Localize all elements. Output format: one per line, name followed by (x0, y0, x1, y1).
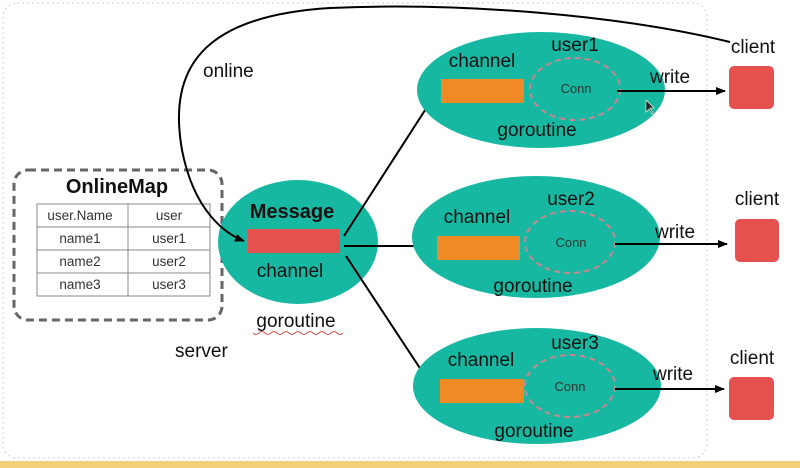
conn-dashed-circle (529, 57, 621, 121)
message-channel-label: channel (257, 261, 324, 282)
online-label: online (203, 61, 254, 82)
write-label: write (649, 67, 690, 88)
online-arrow (178, 5, 731, 242)
message-goroutine: Message channel goroutine (218, 180, 378, 335)
user2-goroutine: user2 channel Conn goroutine (412, 176, 660, 298)
table-cell: name2 (59, 254, 100, 269)
user1-goroutine: user1 channel Conn goroutine (417, 32, 665, 148)
conn-label: Conn (554, 379, 585, 394)
conn-dashed-circle (524, 210, 616, 274)
conn-label: Conn (555, 235, 586, 250)
user-channel-bar (437, 236, 520, 260)
table-cell: user2 (152, 254, 186, 269)
user-goroutine-label: goroutine (493, 276, 572, 297)
bottom-stripe (0, 461, 800, 468)
client-label: client (735, 189, 780, 210)
server-label: server (175, 341, 228, 362)
spellcheck-underline (252, 331, 344, 335)
write-label: write (654, 222, 695, 243)
client-box (729, 66, 774, 109)
user3-goroutine: user3 channel Conn goroutine (413, 328, 661, 444)
mouse-pointer-icon (645, 99, 655, 115)
message-channel-bar (248, 229, 340, 253)
user-channel-label: channel (449, 51, 516, 72)
user-channel-label: channel (448, 350, 515, 371)
fanout-arrow-user3 (345, 255, 434, 389)
conn-dashed-circle (524, 354, 616, 418)
conn-label: Conn (560, 81, 591, 96)
write-label: write (652, 364, 693, 385)
table-cell: name1 (59, 231, 100, 246)
client-box (735, 219, 779, 262)
online-map-title: OnlineMap (66, 176, 168, 198)
client-box (729, 377, 774, 420)
user-name: user1 (551, 35, 599, 56)
user-channel-bar (440, 379, 524, 403)
fanout-arrow-user1 (343, 89, 439, 237)
online-map-table (36, 203, 211, 297)
user-goroutine-ellipse (413, 328, 661, 444)
table-cell: user3 (152, 277, 186, 292)
table-cell: user1 (152, 231, 186, 246)
user-goroutine-label: goroutine (494, 421, 573, 442)
table-cell: name3 (59, 277, 100, 292)
message-goroutine-label: goroutine (256, 311, 335, 332)
online-map: OnlineMap user.Name user name1 user1 nam… (12, 168, 224, 322)
user-name: user2 (547, 189, 595, 210)
user-goroutine-ellipse (417, 32, 665, 148)
client-label: client (731, 37, 776, 58)
user-goroutine-label: goroutine (497, 120, 576, 141)
table-header-user: user (156, 208, 183, 223)
message-title: Message (250, 201, 335, 223)
client-label: client (730, 348, 775, 369)
user-channel-bar (441, 79, 524, 103)
user-goroutine-ellipse (412, 176, 660, 298)
user-name: user3 (551, 333, 599, 354)
server-boundary (2, 2, 708, 459)
user-channel-label: channel (444, 207, 511, 228)
table-header-username: user.Name (47, 208, 112, 223)
